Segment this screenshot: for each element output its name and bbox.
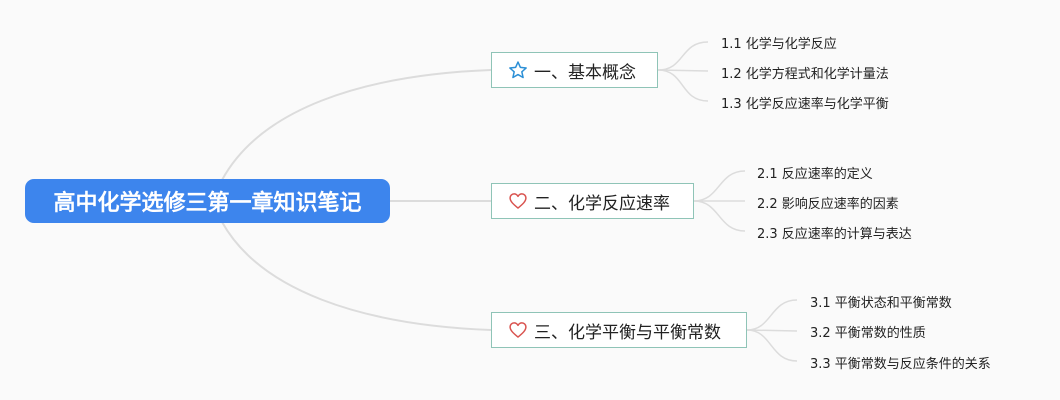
leaf-topic[interactable]: 1.3 化学反应速率与化学平衡 — [721, 97, 889, 112]
star-icon — [508, 60, 528, 80]
leaf-topic[interactable]: 1.1 化学与化学反应 — [721, 37, 837, 52]
leaf-topic[interactable]: 3.1 平衡状态和平衡常数 — [810, 296, 952, 311]
connector-root-branch-1 — [221, 69, 492, 181]
connector-b3-l3 — [746, 329, 798, 362]
connector-b2-l3 — [693, 200, 746, 232]
branch-reaction-rate[interactable]: 二、化学反应速率 — [491, 183, 694, 219]
leaf-topic[interactable]: 2.2 影响反应速率的因素 — [757, 197, 899, 212]
connector-root-branch-3 — [221, 221, 492, 331]
branch-basic-concepts[interactable]: 一、基本概念 — [491, 52, 658, 88]
connector-b1-l1 — [657, 41, 709, 71]
branch-label: 三、化学平衡与平衡常数 — [534, 322, 721, 343]
leaf-topic[interactable]: 2.3 反应速率的计算与表达 — [757, 227, 912, 242]
leaf-topic[interactable]: 3.3 平衡常数与反应条件的关系 — [810, 357, 991, 372]
leaf-topic[interactable]: 2.1 反应速率的定义 — [757, 167, 873, 182]
heart-icon — [508, 191, 528, 211]
leaf-topic[interactable]: 3.2 平衡常数的性质 — [810, 326, 926, 341]
connector-b3-l2 — [746, 329, 798, 332]
branch-label: 二、化学反应速率 — [534, 193, 670, 214]
root-title: 高中化学选修三第一章知识笔记 — [53, 191, 362, 216]
connector-b1-l2 — [657, 69, 709, 72]
connector-b1-l3 — [657, 69, 709, 102]
leaf-topic[interactable]: 1.2 化学方程式和化学计量法 — [721, 67, 889, 82]
connector-b2-l1 — [693, 170, 746, 202]
branch-label: 一、基本概念 — [534, 62, 636, 83]
branch-equilibrium-constant[interactable]: 三、化学平衡与平衡常数 — [491, 312, 747, 348]
root-topic[interactable]: 高中化学选修三第一章知识笔记 — [25, 179, 390, 223]
heart-icon — [508, 320, 528, 340]
connector-b3-l1 — [746, 299, 798, 331]
